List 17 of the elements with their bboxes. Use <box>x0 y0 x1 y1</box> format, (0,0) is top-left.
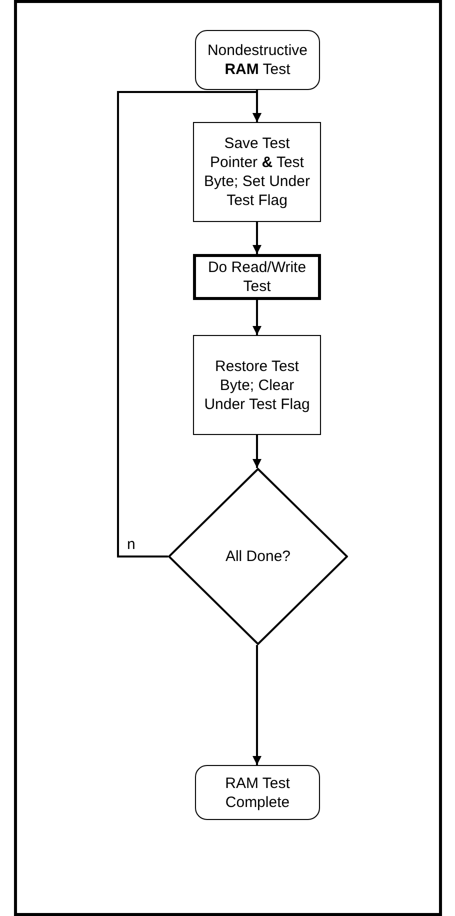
process-box <box>193 335 321 435</box>
decision-diamond <box>168 468 348 645</box>
node-text: All Done? <box>224 547 292 566</box>
process-box <box>193 254 321 300</box>
arrow <box>252 435 262 468</box>
terminal-box <box>195 765 320 820</box>
process-box <box>193 122 321 222</box>
node-text: Save Test Pointer & Test Byte; Set Under Test Flag <box>203 134 311 210</box>
terminal-box <box>195 30 320 90</box>
node-text: RAM Test Complete <box>224 774 291 812</box>
node-text: Nondestructive RAM Test <box>206 41 309 79</box>
arrow <box>252 645 262 765</box>
arrow <box>117 91 262 558</box>
arrow <box>252 222 262 254</box>
node-text: Restore Test Byte; Clear Under Test Flag <box>203 356 311 414</box>
node-text: Do Read/Write Test <box>206 258 308 296</box>
arrow <box>252 300 262 335</box>
